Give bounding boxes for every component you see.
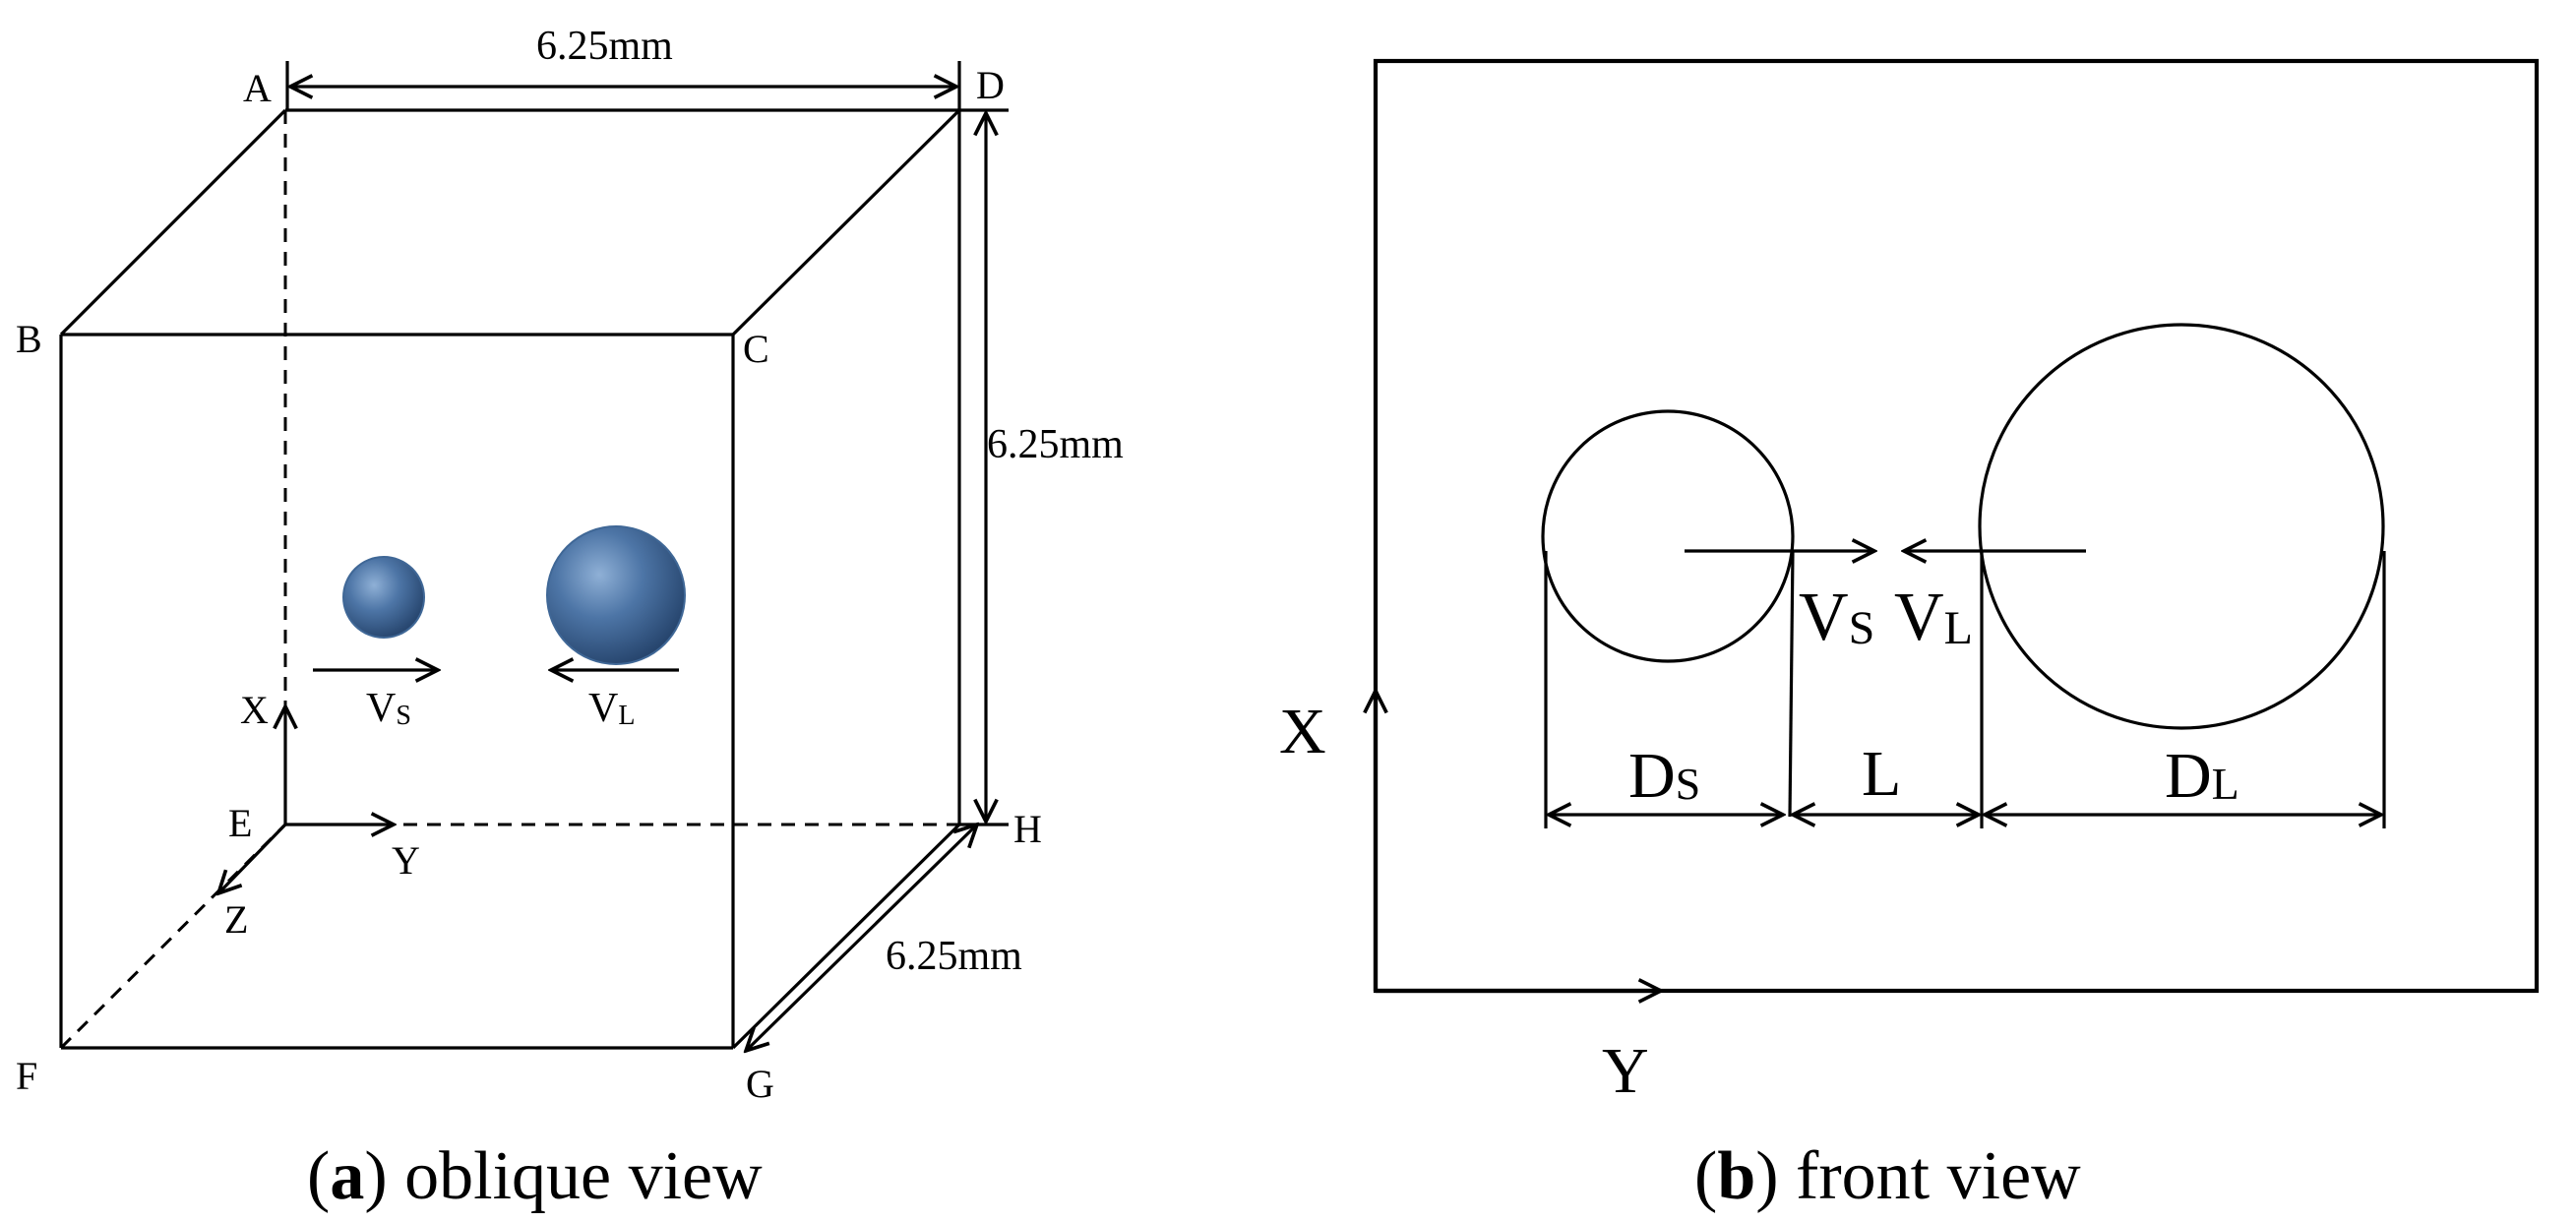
- small-droplet-circle: [1541, 409, 1795, 663]
- dim-top-label: 6.25mm: [536, 24, 673, 69]
- vertex-labels: A D B C E H F G: [16, 63, 1042, 1106]
- dl-label-sub: L: [2212, 759, 2239, 809]
- ds-label-sub: S: [1676, 759, 1701, 809]
- velocity-arrows: VS VL: [313, 670, 679, 731]
- coordinate-axes: X Y Z: [218, 688, 420, 942]
- vertex-label-d: D: [976, 63, 1005, 107]
- caption-a-open: (: [307, 1138, 330, 1214]
- front-vs-sub: S: [1849, 602, 1875, 654]
- caption-a-letter: a: [330, 1138, 364, 1214]
- front-vl-sub: L: [1944, 602, 1973, 654]
- caption-b: (b) front view: [1694, 1138, 2081, 1214]
- front-vs-label: VS: [1799, 580, 1874, 655]
- vertex-label-c: C: [743, 327, 769, 371]
- dimension-lines: [285, 61, 1009, 1051]
- domain-box: [1373, 58, 2540, 994]
- particles: [342, 525, 686, 665]
- vertex-label-e: E: [228, 801, 252, 845]
- caption-a-rest: ) oblique view: [364, 1138, 763, 1214]
- vertex-label-a: A: [243, 66, 272, 110]
- vertex-label-f: F: [16, 1054, 37, 1098]
- axis-z-arrow: [218, 823, 287, 893]
- axis-z-label: Z: [224, 897, 248, 942]
- cube-wireframe: [59, 108, 961, 1050]
- dim-depth-arrow: [746, 825, 977, 1051]
- axis-x-label: X: [240, 688, 269, 732]
- front-vl-main: V: [1894, 580, 1944, 655]
- ds-label: DS: [1628, 740, 1700, 812]
- vertex-label-b: B: [16, 317, 42, 361]
- vs-label: VS: [366, 686, 411, 731]
- vs-label-main: V: [366, 686, 396, 731]
- dim-depth-label: 6.25mm: [886, 934, 1022, 979]
- edge-cd: [731, 108, 961, 336]
- caption-a: (a) oblique view: [307, 1138, 763, 1214]
- front-axis-y-label: Y: [1602, 1035, 1649, 1107]
- ds-label-main: D: [1628, 740, 1676, 812]
- panel-a-oblique-view: A D B C E H F G 6.25mm 6.25mm 6.25mm X Y…: [16, 24, 1124, 1214]
- dl-label: DL: [2165, 740, 2239, 812]
- dim-right-label: 6.25mm: [987, 422, 1124, 467]
- vl-label: VL: [588, 686, 635, 731]
- vertex-label-h: H: [1013, 807, 1042, 851]
- dl-label-main: D: [2165, 740, 2212, 812]
- ext-ds-right: [1788, 550, 1795, 818]
- caption-b-rest: ) front view: [1755, 1138, 2081, 1214]
- caption-b-open: (: [1694, 1138, 1717, 1214]
- vl-label-sub: L: [618, 701, 635, 731]
- front-vl-label: VL: [1894, 580, 1973, 655]
- vl-label-main: V: [588, 686, 618, 731]
- vs-label-sub: S: [396, 701, 411, 731]
- vertex-label-g: G: [746, 1062, 774, 1106]
- caption-b-letter: b: [1717, 1138, 1755, 1214]
- large-droplet-circle: [1978, 323, 2385, 730]
- edge-ab: [59, 108, 287, 336]
- large-sphere: [546, 525, 686, 665]
- axis-y-label: Y: [392, 838, 420, 883]
- front-vs-main: V: [1799, 580, 1849, 655]
- front-axis-x-label: X: [1279, 696, 1326, 767]
- small-sphere: [342, 556, 425, 639]
- gap-label: L: [1862, 738, 1901, 810]
- panel-b-front-view: X Y VS VL DS L DL (b) front view: [1279, 58, 2540, 1214]
